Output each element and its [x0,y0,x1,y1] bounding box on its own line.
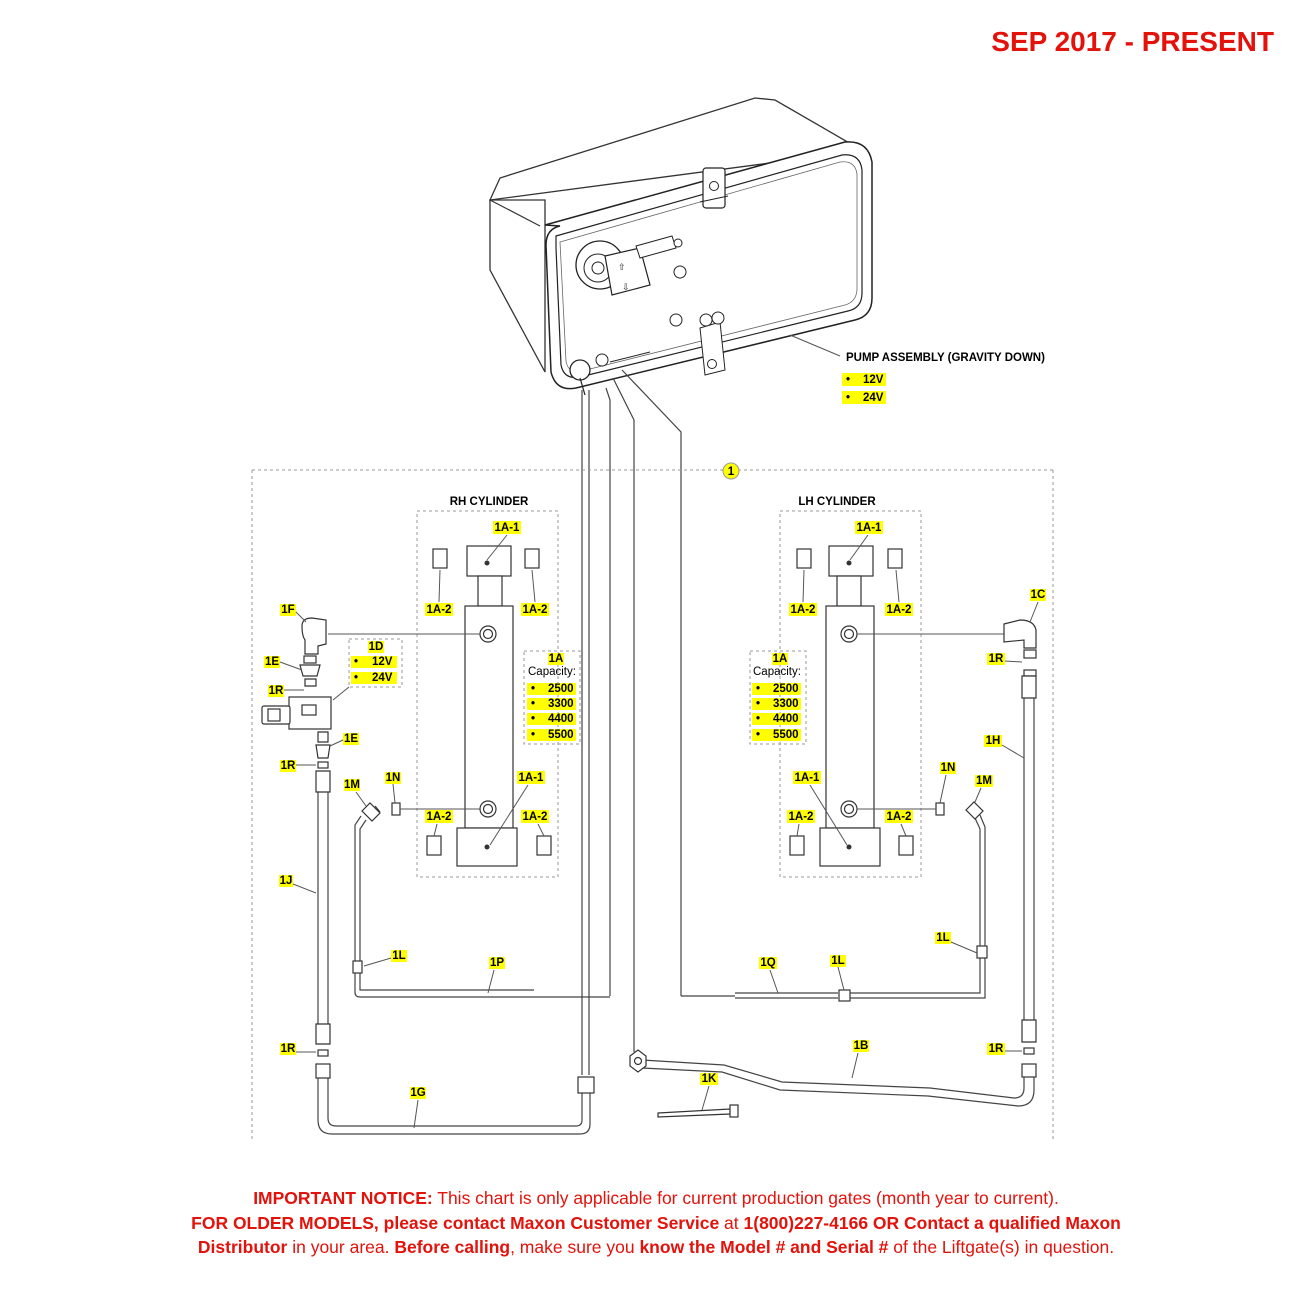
svg-text:•: • [846,392,850,404]
callout-1c: 1C [1031,589,1046,601]
lh-capacity-3300: 3300 [773,698,799,710]
rh-cylinder-title: RH CYLINDER [450,496,529,508]
rh-bottom-right-cap-label: 1A-2 [523,811,548,823]
lh-cylinder-group: LH CYLINDER 1A-1 1A-2 1A-2 1A-1 1A-2 1A-… [749,496,922,878]
callout-1e-top: 1E [265,656,279,668]
callout-1r-top-left: 1R [269,685,284,697]
callout-1e-bottom: 1E [344,733,358,745]
lh-top-right-cap-label: 1A-2 [887,604,912,616]
rh-capacity-4400: 4400 [548,713,574,725]
pump-assembly-label: PUMP ASSEMBLY (GRAVITY DOWN) [846,352,1045,364]
rh-cylinder-callout: 1A [549,653,564,665]
rh-cylinder-group: RH CYLINDER 1A-1 1A-2 1A-2 1A-1 1A-2 1A-… [416,496,581,878]
lh-bottom-left-cap-label: 1A-2 [789,811,814,823]
callout-1j: 1J [280,875,293,887]
lh-capacity-2500: 2500 [773,683,799,695]
lh-bottom-valve-label: 1A-1 [795,772,821,784]
pump-option-12v: 12V [863,374,884,386]
svg-text:⇧: ⇧ [618,262,626,272]
callout-1m-lh: 1M [976,775,992,787]
valve-option-12v: 12V [372,656,393,668]
svg-text:•: • [756,683,760,695]
svg-text:•: • [531,729,535,741]
rh-bottom-valve-label: 1A-1 [519,772,545,784]
callout-1f: 1F [281,604,294,616]
lh-top-valve-label: 1A-1 [857,522,883,534]
callout-1r-mid-left: 1R [281,760,296,772]
rh-top-valve-label: 1A-1 [495,522,521,534]
svg-text:•: • [756,713,760,725]
callout-1r-low-right: 1R [989,1043,1004,1055]
callout-1n-rh: 1N [386,772,401,784]
callout-1l-rh: 1L [392,950,405,962]
rh-top-left-cap-label: 1A-2 [427,604,452,616]
callout-1p: 1P [490,957,504,969]
pump-assembly-drawing: ⇧ ⇩ [488,97,873,396]
callout-1r-low-left: 1R [281,1043,296,1055]
callout-1r-top-right: 1R [989,653,1004,665]
callout-1l-lh: 1L [936,932,949,944]
rh-top-right-cap-label: 1A-2 [523,604,548,616]
callout-1q: 1Q [760,957,775,969]
lh-capacity-4400: 4400 [773,713,799,725]
svg-text:•: • [531,683,535,695]
callout-1h: 1H [986,735,1001,747]
lh-capacity-label: Capacity: [753,666,801,678]
lh-cylinder-title: LH CYLINDER [798,496,876,508]
group-callout-1: 1 [728,466,735,478]
svg-text:•: • [756,729,760,741]
callout-1b: 1B [854,1040,869,1052]
svg-text:•: • [354,672,358,684]
svg-text:•: • [531,698,535,710]
svg-text:⇩: ⇩ [622,282,630,292]
rh-bottom-left-cap-label: 1A-2 [427,811,452,823]
valve-callout-1d: 1D [369,641,384,653]
pump-option-24v: 24V [863,392,884,404]
rh-capacity-5500: 5500 [548,729,574,741]
callout-1l-mid: 1L [831,955,844,967]
lh-top-left-cap-label: 1A-2 [791,604,816,616]
rh-capacity-label: Capacity: [528,666,576,678]
callout-1n-lh: 1N [941,762,956,774]
callout-1g: 1G [410,1087,425,1099]
important-notice: IMPORTANT NOTICE: This chart is only app… [191,1188,1121,1257]
date-range-header: SEP 2017 - PRESENT [991,26,1274,57]
callout-1m-rh: 1M [344,779,360,791]
callout-1k: 1K [702,1073,717,1085]
svg-text:•: • [756,698,760,710]
lh-cylinder-callout: 1A [773,653,788,665]
lh-bottom-right-cap-label: 1A-2 [887,811,912,823]
valve-option-24v: 24V [372,672,393,684]
svg-text:•: • [531,713,535,725]
rh-capacity-2500: 2500 [548,683,574,695]
lh-capacity-5500: 5500 [773,729,799,741]
svg-text:•: • [846,374,850,386]
svg-text:•: • [354,656,358,668]
rh-capacity-3300: 3300 [548,698,574,710]
